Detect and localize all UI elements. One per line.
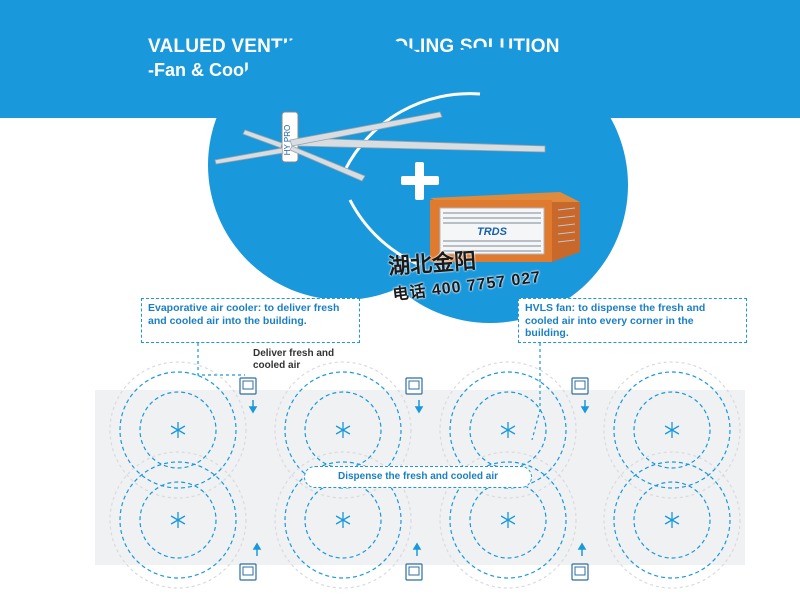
svg-text:HY PRO: HY PRO <box>283 125 292 156</box>
fan-icon <box>335 512 351 528</box>
cooler-unit-top-1 <box>239 377 257 395</box>
cooler-unit-top-3 <box>571 377 589 395</box>
fan-icon <box>500 422 516 438</box>
plus-icon <box>401 162 439 200</box>
circle-overlap-arc-2 <box>348 199 421 267</box>
fan-icon <box>170 422 186 438</box>
fan-icon <box>500 512 516 528</box>
circle-overlap-arc <box>343 92 481 171</box>
connector-left <box>197 343 245 376</box>
cooler-callout: Evaporative air cooler: to deliver fresh… <box>141 298 360 343</box>
cooler-unit-top-2 <box>405 377 423 395</box>
fan-zone-4 <box>603 361 741 499</box>
cooler-unit-bottom-3 <box>571 563 589 581</box>
fan-icon <box>335 422 351 438</box>
deliver-air-label: Deliver fresh and cooled air <box>253 348 335 371</box>
fan-callout: HVLS fan: to dispense the fresh and cool… <box>518 298 747 343</box>
fan-icon <box>664 512 680 528</box>
fan-zone-1 <box>109 361 247 499</box>
hvls-fan-icon: HY PRO <box>214 111 546 182</box>
svg-text:TRDS: TRDS <box>477 226 508 238</box>
fan-icon <box>170 512 186 528</box>
fan-icon <box>664 422 680 438</box>
fan-zone-8 <box>603 451 741 589</box>
cooler-unit-bottom-2 <box>405 563 423 581</box>
dispense-air-label: Dispense the fresh and cooled air <box>304 466 532 488</box>
fan-zone-5 <box>109 451 247 589</box>
cooler-unit-bottom-1 <box>239 563 257 581</box>
fan-zone-6 <box>274 451 412 589</box>
air-cooler-icon: TRDS <box>430 192 580 262</box>
